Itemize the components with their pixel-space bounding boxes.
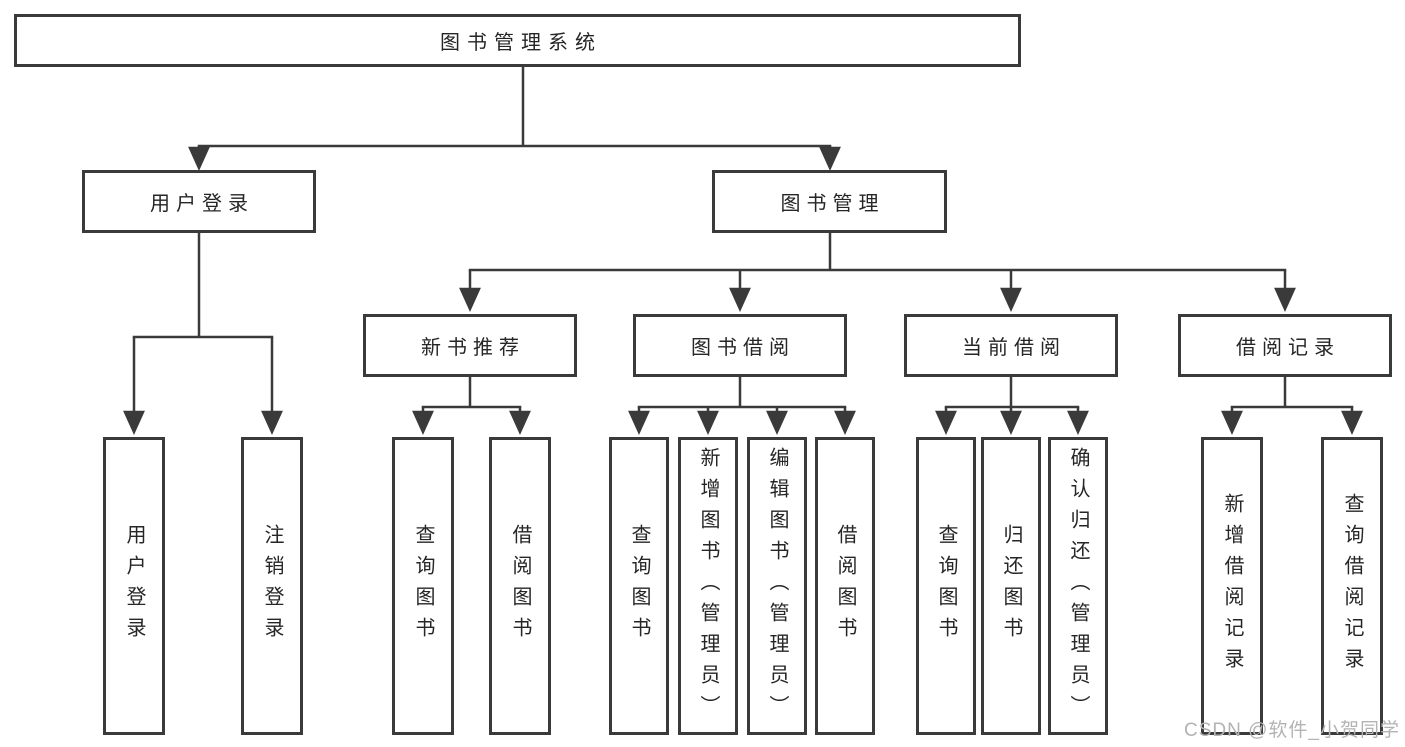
node-library-management-system: 图书管理系统 xyxy=(14,14,1021,67)
node-book-management: 图书管理 xyxy=(712,170,947,233)
node-label: 查询借阅记录 xyxy=(1341,493,1363,679)
node-label: 新增借阅记录 xyxy=(1221,493,1243,679)
node-user-login: 用户登录 xyxy=(82,170,316,233)
node-borrowing-records: 借阅记录 xyxy=(1178,314,1392,377)
leaf-confirm-return-admin: 确认归还（管理员） xyxy=(1048,437,1108,735)
node-label: 图书借阅 xyxy=(691,337,795,359)
leaf-logout: 注销登录 xyxy=(241,437,303,735)
node-label: 借阅图书 xyxy=(834,524,856,648)
leaf-add-borrow-record: 新增借阅记录 xyxy=(1201,437,1263,735)
watermark: CSDN @软件_小贺同学 xyxy=(1184,720,1400,741)
node-label: 归还图书 xyxy=(1000,524,1022,648)
node-label: 借阅图书 xyxy=(509,524,531,648)
node-label: 图书管理 xyxy=(780,193,885,215)
node-label: 新书推荐 xyxy=(421,337,525,359)
leaf-borrow-books-recommend: 借阅图书 xyxy=(489,437,551,735)
leaf-query-borrow-record: 查询借阅记录 xyxy=(1321,437,1383,735)
leaf-add-book-admin: 新增图书（管理员） xyxy=(678,437,738,735)
leaf-query-books-current: 查询图书 xyxy=(916,437,976,735)
node-label: 编辑图书（管理员） xyxy=(766,446,788,726)
node-label: 查询图书 xyxy=(935,524,957,648)
node-current-borrowing: 当前借阅 xyxy=(904,314,1118,377)
node-label: 注销登录 xyxy=(261,524,283,648)
leaf-query-books-borrowing: 查询图书 xyxy=(609,437,669,735)
leaf-edit-book-admin: 编辑图书（管理员） xyxy=(747,437,807,735)
node-label: 图书管理系统 xyxy=(440,32,602,54)
node-label: 查询图书 xyxy=(628,524,650,648)
node-book-borrowing: 图书借阅 xyxy=(633,314,847,377)
node-label: 用户登录 xyxy=(150,193,254,215)
leaf-query-books-recommend: 查询图书 xyxy=(392,437,454,735)
node-label: 当前借阅 xyxy=(962,337,1066,359)
leaf-user-login: 用户登录 xyxy=(103,437,165,735)
node-label: 查询图书 xyxy=(412,524,434,648)
leaf-borrow-books: 借阅图书 xyxy=(815,437,875,735)
node-label: 借阅记录 xyxy=(1236,337,1340,359)
leaf-return-book: 归还图书 xyxy=(981,437,1041,735)
node-label: 新增图书（管理员） xyxy=(697,446,719,726)
node-new-book-recommendation: 新书推荐 xyxy=(363,314,577,377)
node-label: 用户登录 xyxy=(123,524,145,648)
node-label: 确认归还（管理员） xyxy=(1067,446,1089,726)
